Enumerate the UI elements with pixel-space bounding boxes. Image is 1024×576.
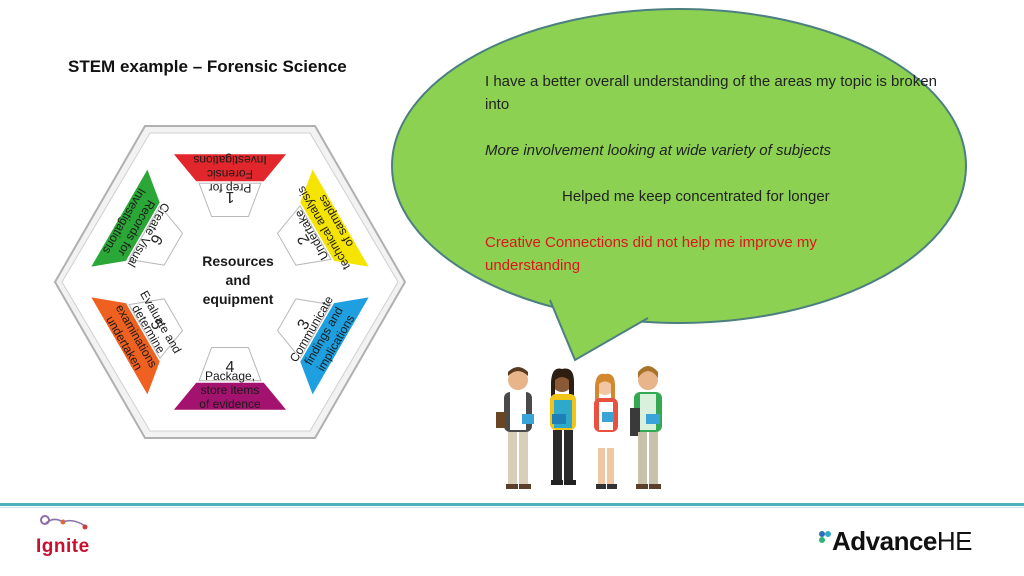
segment-slot-6 (128, 204, 184, 266)
advance-he-wordmark: AdvanceHE (832, 526, 973, 557)
segment-5 (91, 297, 160, 395)
segment-number-1: 1 (225, 188, 234, 205)
segment-1 (173, 154, 287, 182)
segment-slot-4 (198, 346, 262, 382)
segment-4-label-line: of evidence (199, 397, 261, 411)
feedback-involvement: More involvement looking at wide variety… (485, 142, 831, 159)
hub-line-1: Resources (202, 253, 274, 269)
hub-line-3: equipment (203, 291, 274, 307)
segment-4-label-line: Package, (205, 369, 255, 383)
segment-3 (300, 297, 369, 395)
segment-2 (300, 169, 369, 267)
student-4 (630, 366, 662, 489)
slide-title: STEM example – Forensic Science (68, 57, 347, 76)
feedback-negative: Creative Connections did not help me imp… (485, 234, 817, 274)
ignite-logo-text: Ignite (36, 536, 90, 557)
segment-number-4: 4 (226, 359, 235, 376)
segment-slot-5 (128, 298, 184, 360)
segment-4 (173, 382, 287, 410)
student-3 (594, 373, 618, 489)
segment-1-label-line: Investigations (193, 153, 266, 167)
feedback-understanding: I have a better overall understanding of… (485, 73, 937, 113)
hub-line-2: and (226, 272, 251, 288)
segment-slot-3 (276, 298, 332, 360)
bubble-ellipse (391, 8, 967, 324)
ignite-logo-icon (40, 515, 88, 530)
segment-1-label-line: Prep for (209, 181, 252, 195)
student-1 (496, 367, 534, 489)
segment-6 (91, 169, 160, 267)
he-word: HE (936, 526, 973, 556)
segment-4-label-line: store items (201, 383, 260, 397)
advance-word: Advance (832, 526, 937, 556)
segment-slot-2 (276, 204, 332, 266)
students-illustration (496, 366, 662, 489)
feedback-concentration: Helped me keep concentrated for longer (562, 188, 830, 205)
student-2 (550, 368, 576, 485)
segment-slot-1 (198, 182, 262, 218)
footer-rule-light (0, 507, 1024, 508)
footer-rule (0, 503, 1024, 506)
bubble-tail (549, 299, 649, 362)
advance-he-dots-icon (819, 531, 831, 543)
speech-bubble (391, 8, 967, 362)
segment-1-label-line: Forensic (207, 167, 253, 181)
